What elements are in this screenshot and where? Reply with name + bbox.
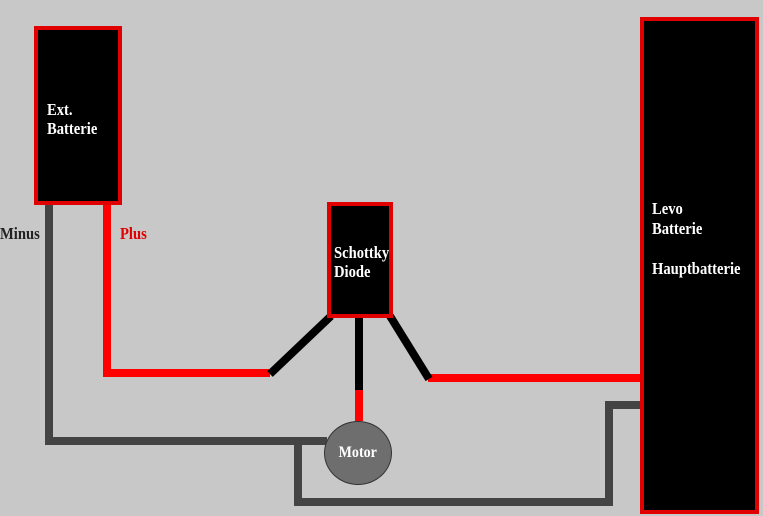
diode-leg-right: [386, 313, 433, 382]
motor-label: Motor: [338, 444, 378, 461]
levo-label-line2: Batterie: [652, 219, 703, 238]
minus-wire-motor-to-levo: [294, 401, 642, 506]
diode-label-line2: Diode: [334, 262, 371, 281]
plus-wire-ext-to-diode: [103, 205, 270, 377]
motor-circle: Motor: [324, 421, 392, 485]
schottky-diode-box: Schottky Diode: [327, 202, 393, 318]
levo-label-line4: Hauptbatterie: [652, 259, 741, 278]
diode-leg-left: [267, 313, 334, 377]
ext-battery-label-line1: Ext.: [47, 100, 73, 119]
minus-wire-ext-to-motor: [45, 205, 327, 445]
levo-battery-box: Levo Batterie Hauptbatterie: [640, 17, 759, 514]
levo-label-spacer: [652, 239, 741, 259]
plus-label: Plus: [120, 224, 147, 243]
minus-label: Minus: [0, 224, 40, 243]
levo-label-line1: Levo: [652, 199, 683, 218]
ext-battery-box: Ext. Batterie: [34, 26, 122, 205]
diode-label-line1: Schottky: [334, 243, 390, 262]
ext-battery-label-line2: Batterie: [47, 119, 98, 138]
